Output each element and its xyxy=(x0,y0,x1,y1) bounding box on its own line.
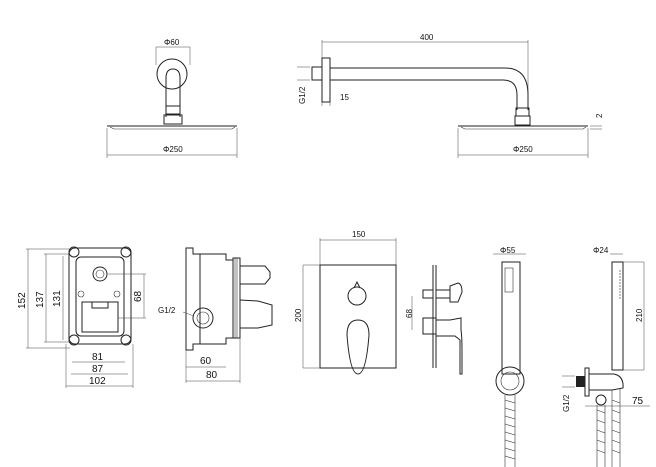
box-height-outer-label: 152 xyxy=(17,292,28,309)
box-width-outer-label: 102 xyxy=(89,376,106,387)
shower-arm-side-view: 400 G1/2 15 2 Φ250 xyxy=(297,33,604,158)
mixing-box-side-view: G1/2 60 80 xyxy=(158,247,273,383)
box-depth-inner-label: 60 xyxy=(200,356,212,367)
box-height-inner-label: 131 xyxy=(52,290,63,307)
outlet-spacing-label: 68 xyxy=(133,290,144,302)
hand-shower-dia-label: Φ55 xyxy=(500,246,516,255)
mixing-box-front-view: 152 137 131 68 81 87 102 xyxy=(17,246,146,388)
plate-width-label: 150 xyxy=(352,230,366,239)
holder-projection-label: 75 xyxy=(632,396,644,407)
box-height-mid-label: 137 xyxy=(35,291,46,308)
arm-length-label: 400 xyxy=(420,33,434,42)
flange-dia-label: Φ60 xyxy=(164,38,180,47)
holder-dia-label: Φ24 xyxy=(593,246,609,255)
cover-plate-front-view: 150 200 xyxy=(294,230,397,375)
head-thickness-label: 2 xyxy=(595,113,604,118)
head-dia-label: Φ250 xyxy=(163,145,183,154)
flange-depth-label: 15 xyxy=(340,93,349,102)
box-width-mid-label: 87 xyxy=(92,364,104,375)
box-width-inner-label: 81 xyxy=(92,352,104,363)
arm-thread-label: G1/2 xyxy=(298,86,307,104)
box-thread-label: G1/2 xyxy=(158,306,176,315)
holder-thread-label: G1/2 xyxy=(562,394,571,412)
plate-outlet-spacing-label: 68 xyxy=(405,309,414,318)
shower-head-front-view: Φ60 Φ250 xyxy=(106,38,238,158)
holder-length-label: 210 xyxy=(635,308,644,322)
wall-holder-side-view: Φ24 210 G1/2 75 xyxy=(562,246,650,467)
plate-height-label: 200 xyxy=(294,308,303,322)
cover-plate-side-view: 68 xyxy=(405,265,463,375)
head-dia-label-side: Φ250 xyxy=(513,145,533,154)
hand-shower-front-view: Φ55 xyxy=(493,246,526,467)
box-depth-outer-label: 80 xyxy=(206,370,218,381)
